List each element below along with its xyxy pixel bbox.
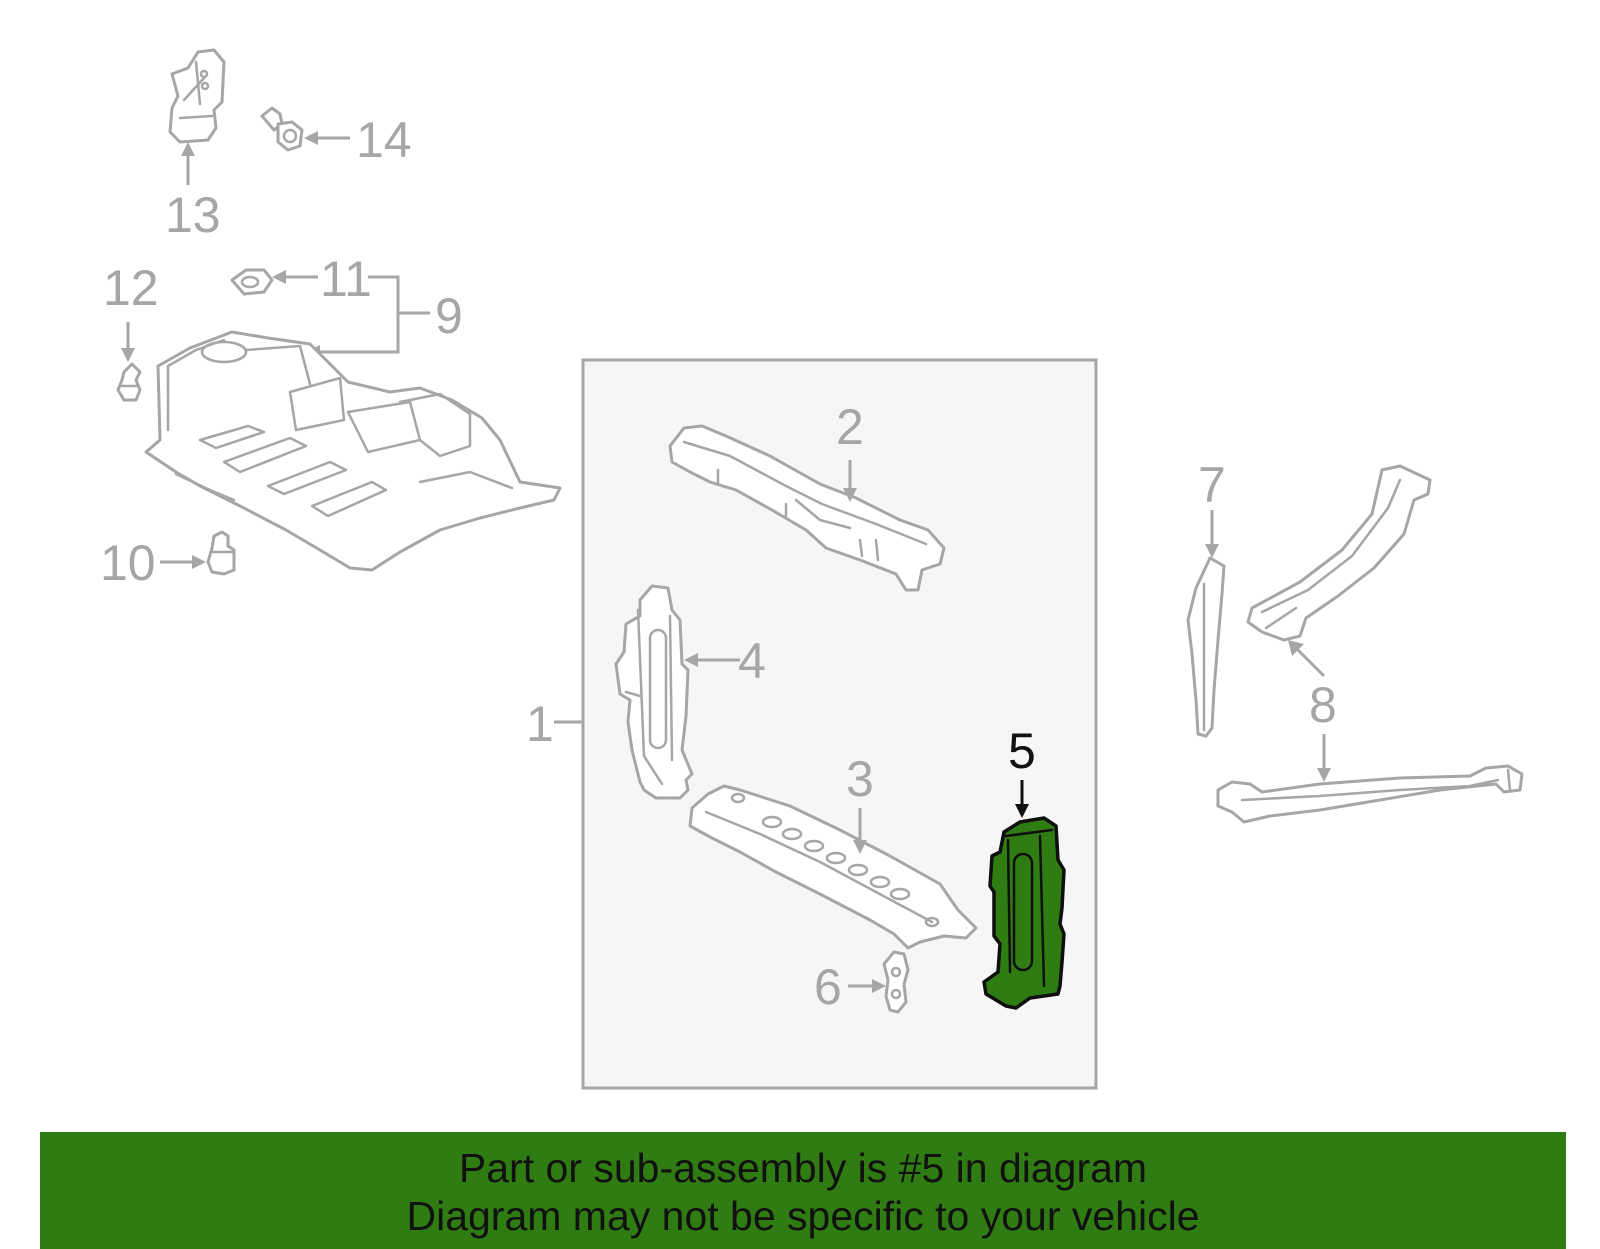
- callout-7[interactable]: 7: [1198, 457, 1226, 513]
- part-7-strip[interactable]: [1186, 556, 1226, 738]
- callout-1[interactable]: 1: [526, 696, 554, 752]
- part-8-upper-rail[interactable]: [1246, 464, 1432, 642]
- banner-line-1: Part or sub-assembly is #5 in diagram: [458, 1145, 1148, 1191]
- part-6-bracket[interactable]: [882, 950, 910, 1014]
- part-4-side-support[interactable]: [614, 584, 694, 800]
- callout-8[interactable]: 8: [1309, 677, 1337, 733]
- part-14-bolt[interactable]: [260, 106, 304, 152]
- callout-6[interactable]: 6: [814, 959, 842, 1015]
- part-3-lower-support[interactable]: [688, 784, 978, 950]
- callout-9[interactable]: 9: [435, 288, 463, 344]
- callout-13[interactable]: 13: [165, 187, 221, 243]
- callout-5[interactable]: 5: [1008, 723, 1036, 779]
- callout-4[interactable]: 4: [738, 633, 766, 689]
- callout-3[interactable]: 3: [846, 751, 874, 807]
- part-12-clip[interactable]: [116, 362, 142, 402]
- callout-12[interactable]: 12: [103, 260, 159, 316]
- callout-14[interactable]: 14: [356, 112, 412, 168]
- part-5-side-support-highlighted[interactable]: [982, 816, 1066, 1010]
- part-13-bracket[interactable]: [168, 48, 226, 144]
- part-8-lower-rail[interactable]: [1216, 764, 1524, 824]
- callout-10[interactable]: 10: [100, 535, 156, 591]
- part-9-under-cover[interactable]: [144, 330, 562, 572]
- part-11-grommet[interactable]: [230, 268, 274, 296]
- info-banner: Part or sub-assembly is #5 in diagram Di…: [40, 1132, 1566, 1249]
- callout-2[interactable]: 2: [836, 399, 864, 455]
- banner-line-2: Diagram may not be specific to your vehi…: [406, 1193, 1200, 1239]
- part-10-bolt[interactable]: [206, 530, 236, 576]
- callout-11[interactable]: 11: [320, 251, 372, 307]
- part-2-upper-support[interactable]: [668, 424, 946, 592]
